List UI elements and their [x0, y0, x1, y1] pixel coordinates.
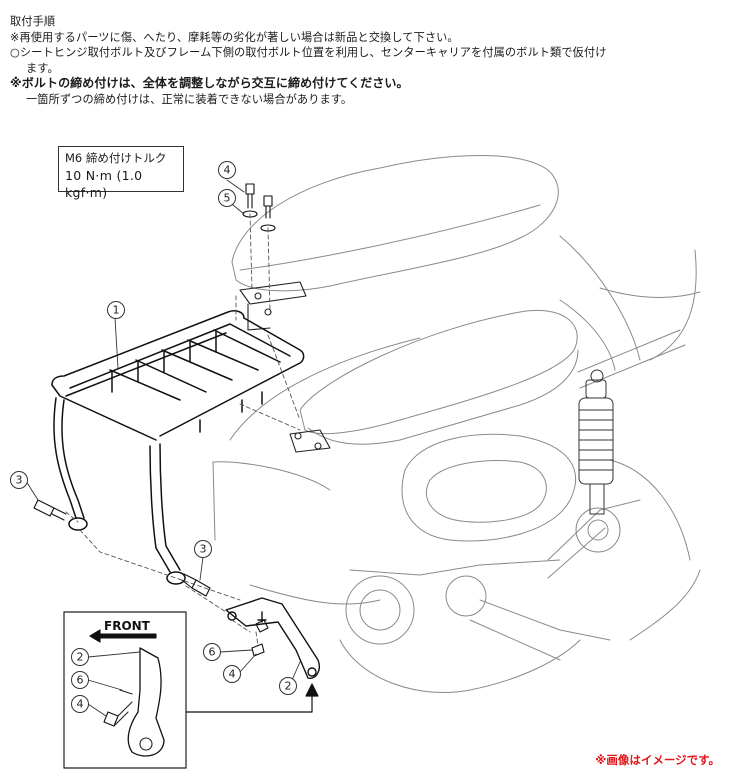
center-carrier — [51, 310, 305, 585]
frame-hinge-mount — [289, 429, 331, 453]
stay-bracket-2 — [225, 597, 320, 679]
hinge-bolts — [242, 183, 276, 232]
motorcycle-outline — [212, 155, 701, 694]
front-label: FRONT — [104, 619, 151, 633]
callout-circles — [10, 161, 297, 713]
detail-inset — [63, 611, 187, 769]
instruction-line-2b: ます。 — [26, 61, 59, 75]
callout-5: 5 — [224, 192, 231, 205]
bolt-3-right — [181, 573, 211, 597]
rear-shock-absorber — [578, 369, 614, 515]
installation-instructions: 取付手順 ※再使用するパーツに傷、へたり、摩耗等の劣化が著しい場合は新品と交換し… — [10, 14, 726, 108]
callout-4-top: 4 — [224, 164, 231, 177]
torque-spec-box: M6 締め付けトルク 10 N·m (1.0 kgf·m) — [58, 146, 184, 200]
inset-link-arrow — [185, 683, 319, 713]
instruction-line-2a: ○シートヒンジ取付ボルト及びフレーム下側の取付ボルト位置を利用し、センターキャリ… — [10, 46, 607, 60]
callout-1: 1 — [113, 304, 120, 317]
bolt-3-left — [33, 499, 67, 521]
instructions-heading: 取付手順 — [10, 15, 56, 28]
image-disclaimer: ※画像はイメージです。 — [595, 753, 720, 767]
callout-3-left: 3 — [16, 474, 23, 487]
assembly-guide-lines — [65, 213, 301, 647]
callout-2-main: 2 — [285, 680, 292, 693]
bracket-hardware — [251, 619, 269, 657]
leader-lines — [25, 179, 301, 717]
instruction-line-3: ※ボルトの締め付けは、全体を調整しながら交互に締め付けてください。 — [10, 76, 409, 91]
callout-4-inset: 4 — [77, 698, 84, 711]
torque-title: M6 締め付けトルク — [65, 151, 167, 165]
callout-2-inset: 2 — [77, 651, 84, 664]
instruction-line-1: ※再使用するパーツに傷、へたり、摩耗等の劣化が著しい場合は新品と交換して下さい。 — [10, 30, 459, 44]
callout-3-right: 3 — [200, 543, 207, 556]
callout-6-main: 6 — [209, 646, 216, 659]
seat-hinge-bracket — [239, 281, 307, 331]
callout-4-main: 4 — [229, 668, 236, 681]
torque-value: 10 N·m (1.0 kgf·m) — [65, 168, 143, 200]
instruction-line-4: 一箇所ずつの締め付けは、正常に装着できない場合があります。 — [26, 92, 353, 106]
callout-6-inset: 6 — [77, 674, 84, 687]
